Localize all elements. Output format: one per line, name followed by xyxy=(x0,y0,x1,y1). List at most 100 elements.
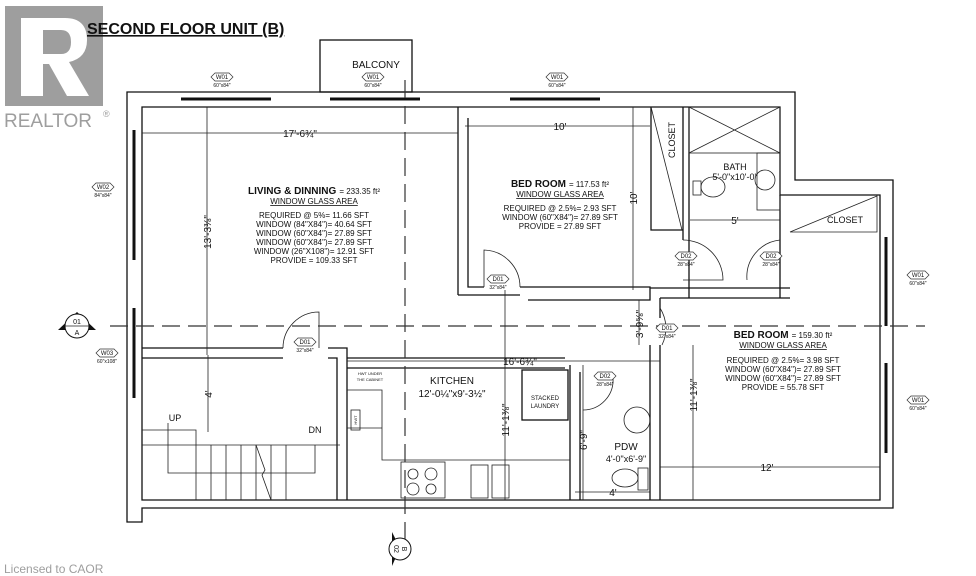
svg-text:D01: D01 xyxy=(299,340,311,346)
door-tags: D01 32"x84" D01 32"x84" D02 28"x84" D02 28"x… xyxy=(293,251,783,388)
svg-text:60"x84": 60"x84" xyxy=(364,83,381,89)
svg-text:PROVIDE = 27.89 SFT: PROVIDE = 27.89 SFT xyxy=(519,222,602,231)
svg-text:LIVING & DINNING= 233.35 ft²: LIVING & DINNING= 233.35 ft² xyxy=(248,186,380,197)
svg-text:WINDOW GLASS AREA: WINDOW GLASS AREA xyxy=(270,197,358,206)
dim-bath-width: 5' xyxy=(731,216,739,227)
svg-text:32"x84": 32"x84" xyxy=(489,285,506,291)
svg-text:D01: D01 xyxy=(661,326,673,332)
svg-text:D01: D01 xyxy=(492,277,504,283)
svg-text:REQUIRED @ 5%= 11.66 SFT: REQUIRED @ 5%= 11.66 SFT xyxy=(259,211,369,220)
svg-text:W01: W01 xyxy=(367,75,380,81)
svg-text:®: ® xyxy=(103,109,110,119)
svg-text:D02: D02 xyxy=(680,254,692,260)
room-bedroom-2: BED ROOM= 159.30 ft² WINDOW GLASS AREA R… xyxy=(725,330,841,392)
svg-text:D02: D02 xyxy=(765,254,777,260)
svg-text:W01: W01 xyxy=(912,273,925,279)
door-tag: D02 28"x84" xyxy=(674,251,698,268)
svg-text:B: B xyxy=(400,547,407,552)
laundry-label: STACKED xyxy=(531,396,560,402)
plumbing-fixtures xyxy=(611,169,776,491)
room-kitchen: KITCHEN xyxy=(430,376,474,387)
dim-stair-gap: 4' xyxy=(204,390,215,398)
svg-text:84"x84": 84"x84" xyxy=(94,193,111,199)
svg-text:PROVIDE = 109.33 SFT: PROVIDE = 109.33 SFT xyxy=(271,256,358,265)
dimension-lines xyxy=(142,107,880,500)
stairs-down-label: DN xyxy=(309,425,322,435)
svg-text:WINDOW GLASS AREA: WINDOW GLASS AREA xyxy=(516,190,604,199)
svg-text:REQUIRED @ 2.5%= 3.98 SFT: REQUIRED @ 2.5%= 3.98 SFT xyxy=(727,356,840,365)
svg-text:28"x84": 28"x84" xyxy=(677,262,694,268)
svg-text:32"x84": 32"x84" xyxy=(296,348,313,354)
svg-text:W01: W01 xyxy=(912,398,925,404)
window-tag: W02 84"x84" xyxy=(91,182,115,199)
svg-text:WINDOW (60"X84")= 27.89 SFT: WINDOW (60"X84")= 27.89 SFT xyxy=(725,365,841,374)
realtor-logo: REALTOR ® xyxy=(4,6,110,132)
svg-text:60"x108": 60"x108" xyxy=(97,359,117,365)
svg-text:REQUIRED @ 2.5%= 2.93 SFT: REQUIRED @ 2.5%= 2.93 SFT xyxy=(504,204,617,213)
section-marker-02: 02 B xyxy=(388,532,412,566)
room-bath: BATH xyxy=(723,162,746,172)
svg-text:60"x84": 60"x84" xyxy=(909,406,926,412)
stairs-up-label: UP xyxy=(169,413,182,423)
dim-pdw-depth: 6'-9" xyxy=(579,430,590,450)
svg-text:60"x84": 60"x84" xyxy=(548,83,565,89)
room-bedroom-1: BED ROOM= 117.53 ft² WINDOW GLASS AREA R… xyxy=(502,179,618,231)
svg-text:PROVIDE = 55.78 SFT: PROVIDE = 55.78 SFT xyxy=(742,383,825,392)
svg-text:WINDOW GLASS AREA: WINDOW GLASS AREA xyxy=(739,341,827,350)
svg-text:BED ROOM= 117.53 ft²: BED ROOM= 117.53 ft² xyxy=(511,179,609,190)
door-tag: D01 32"x84" xyxy=(293,337,317,354)
dim-hall: 3'-9⅝" xyxy=(635,309,646,338)
hwt-note: HWT UNDER xyxy=(358,371,382,376)
door-tag: D02 28"x84" xyxy=(593,371,617,388)
room-bath-size: 5'-0"x10'-0" xyxy=(712,172,757,182)
stairs xyxy=(142,423,340,501)
dim-pdw-width: 4' xyxy=(609,488,617,499)
window-tag: W01 60"x84" xyxy=(906,270,930,287)
svg-text:28"x84": 28"x84" xyxy=(596,382,613,388)
door-tag: D01 32"x84" xyxy=(486,274,510,291)
dim-bed1-width: 10' xyxy=(553,122,566,133)
svg-text:BED ROOM= 159.30 ft²: BED ROOM= 159.30 ft² xyxy=(734,330,833,341)
balcony-label: BALCONY xyxy=(352,60,400,71)
window-tags: W01 60"x84" W01 60"x84" W01 60"x84" W02 84"x… xyxy=(91,72,930,412)
svg-text:28"x84": 28"x84" xyxy=(762,262,779,268)
door-tag: D02 28"x84" xyxy=(759,251,783,268)
dim-bed1-depth: 10' xyxy=(629,191,640,204)
exterior-walls xyxy=(126,91,894,523)
svg-text:02: 02 xyxy=(392,545,399,553)
room-closet-1: CLOSET xyxy=(667,121,677,158)
room-pdw-size: 4'-0"x6'-9" xyxy=(606,454,646,464)
svg-text:WINDOW (60"X84")= 27.89 SFT: WINDOW (60"X84")= 27.89 SFT xyxy=(256,229,372,238)
window-tag: W01 60"x84" xyxy=(906,395,930,412)
door-swings xyxy=(282,239,781,411)
page-title: SECOND FLOOR UNIT (B) xyxy=(87,21,284,38)
hwt-note: THE CABINET xyxy=(357,377,384,382)
hwt-label: HWT xyxy=(353,415,358,425)
dim-living-width: 17'-6¾" xyxy=(283,129,317,140)
svg-text:W02: W02 xyxy=(97,185,110,191)
svg-text:01: 01 xyxy=(73,319,81,326)
svg-text:60"x84": 60"x84" xyxy=(909,281,926,287)
svg-text:WINDOW (60"X84")= 27.89 SFT: WINDOW (60"X84")= 27.89 SFT xyxy=(502,213,618,222)
room-living: LIVING & DINNING= 233.35 ft² WINDOW GLAS… xyxy=(248,186,380,265)
laundry-label: LAUNDRY xyxy=(531,404,560,410)
svg-text:WINDOW (60"X84")= 27.89 SFT: WINDOW (60"X84")= 27.89 SFT xyxy=(725,374,841,383)
room-closet-2: CLOSET xyxy=(827,215,864,225)
dim-bed2-width: 12' xyxy=(760,463,773,474)
window-tag: W03 60"x108" xyxy=(95,348,119,365)
dim-living-depth: 13'-3⅜" xyxy=(203,215,214,249)
dim-kitchen-width: 16'-6¾" xyxy=(503,357,537,368)
svg-text:D02: D02 xyxy=(599,374,611,380)
room-kitchen-size: 12'-0¼"x9'-3½" xyxy=(418,388,486,400)
svg-text:REALTOR: REALTOR xyxy=(4,111,92,132)
window-tag: W01 60"x84" xyxy=(361,72,385,89)
svg-text:WINDOW (26"X108")= 12.91 SFT: WINDOW (26"X108")= 12.91 SFT xyxy=(254,247,374,256)
room-pdw: PDW xyxy=(614,442,638,453)
svg-text:W03: W03 xyxy=(101,351,114,357)
dim-kitchen-depth: 11'-1⅜" xyxy=(501,403,512,437)
svg-text:WINDOW (60"X84")= 27.89 SFT: WINDOW (60"X84")= 27.89 SFT xyxy=(256,238,372,247)
svg-text:32"x84": 32"x84" xyxy=(658,334,675,340)
